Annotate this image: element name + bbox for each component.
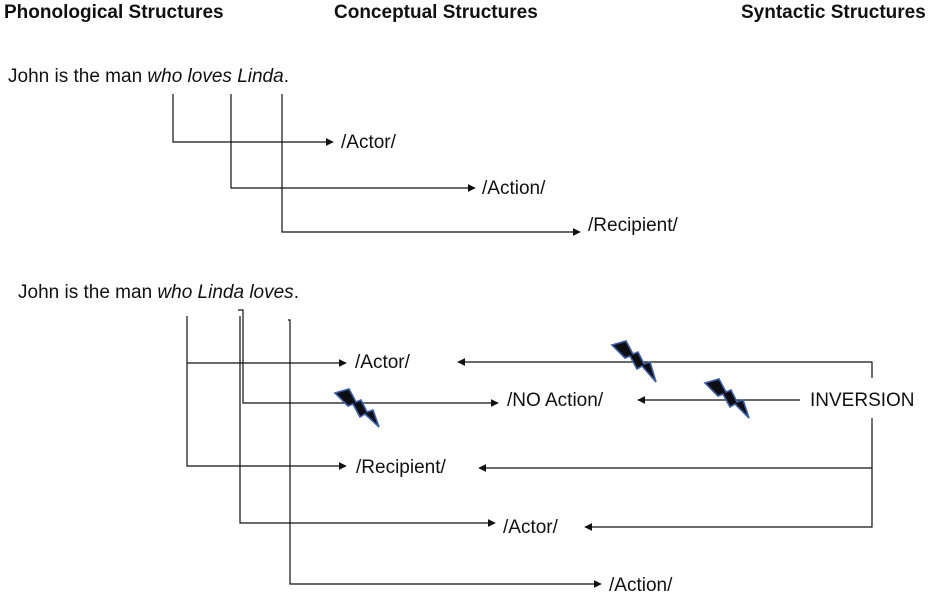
sentence-1-italic: who loves Linda	[147, 66, 284, 87]
sentence-2: John is the man who Linda loves.	[18, 282, 299, 304]
inversion-to-actor	[457, 358, 873, 378]
ex2-connector-no-action	[238, 309, 499, 407]
inversion-to-actor-2	[584, 468, 873, 531]
lightning-bolt-icon	[610, 340, 657, 383]
inversion-label: INVERSION	[810, 390, 915, 411]
ex2-connector-action-2	[288, 319, 602, 588]
ex2-role-no-action: /NO Action/	[507, 390, 604, 411]
ex2-role-action-2: /Action/	[609, 575, 673, 596]
ex2-role-actor: /Actor/	[355, 352, 410, 373]
ex1-connector-action	[230, 94, 476, 192]
ex2-role-recipient: /Recipient/	[356, 457, 446, 478]
ex1-role-action: /Action/	[482, 178, 546, 199]
inversion-to-recipient	[478, 418, 873, 472]
ex2-role-actor-2: /Actor/	[503, 517, 558, 538]
header-syntactic: Syntactic Structures	[741, 2, 926, 23]
ex2-connector-actor	[186, 316, 347, 367]
lightning-bolt-icon	[333, 340, 750, 428]
lightning-bolt-icon	[703, 378, 750, 419]
sentence-1-end: .	[283, 66, 289, 87]
ex2-connector-recipient	[186, 363, 347, 470]
sentence-2-plain: John is the man	[18, 282, 158, 303]
header-conceptual: Conceptual Structures	[334, 2, 538, 23]
ex1-role-actor: /Actor/	[341, 132, 396, 153]
sentence-1-plain: John is the man	[8, 66, 148, 87]
sentence-1: John is the man who loves Linda.	[8, 66, 289, 88]
sentence-2-italic: who Linda loves	[157, 282, 294, 303]
ex2-connector-actor-2	[239, 316, 496, 527]
lightning-bolt-icon	[333, 388, 380, 428]
ex1-role-recipient: /Recipient/	[588, 215, 678, 236]
header-phonological: Phonological Structures	[4, 2, 224, 23]
ex1-connector-actor	[172, 94, 334, 146]
sentence-2-end: .	[293, 282, 299, 303]
ex1-connector-recipient	[281, 94, 581, 236]
